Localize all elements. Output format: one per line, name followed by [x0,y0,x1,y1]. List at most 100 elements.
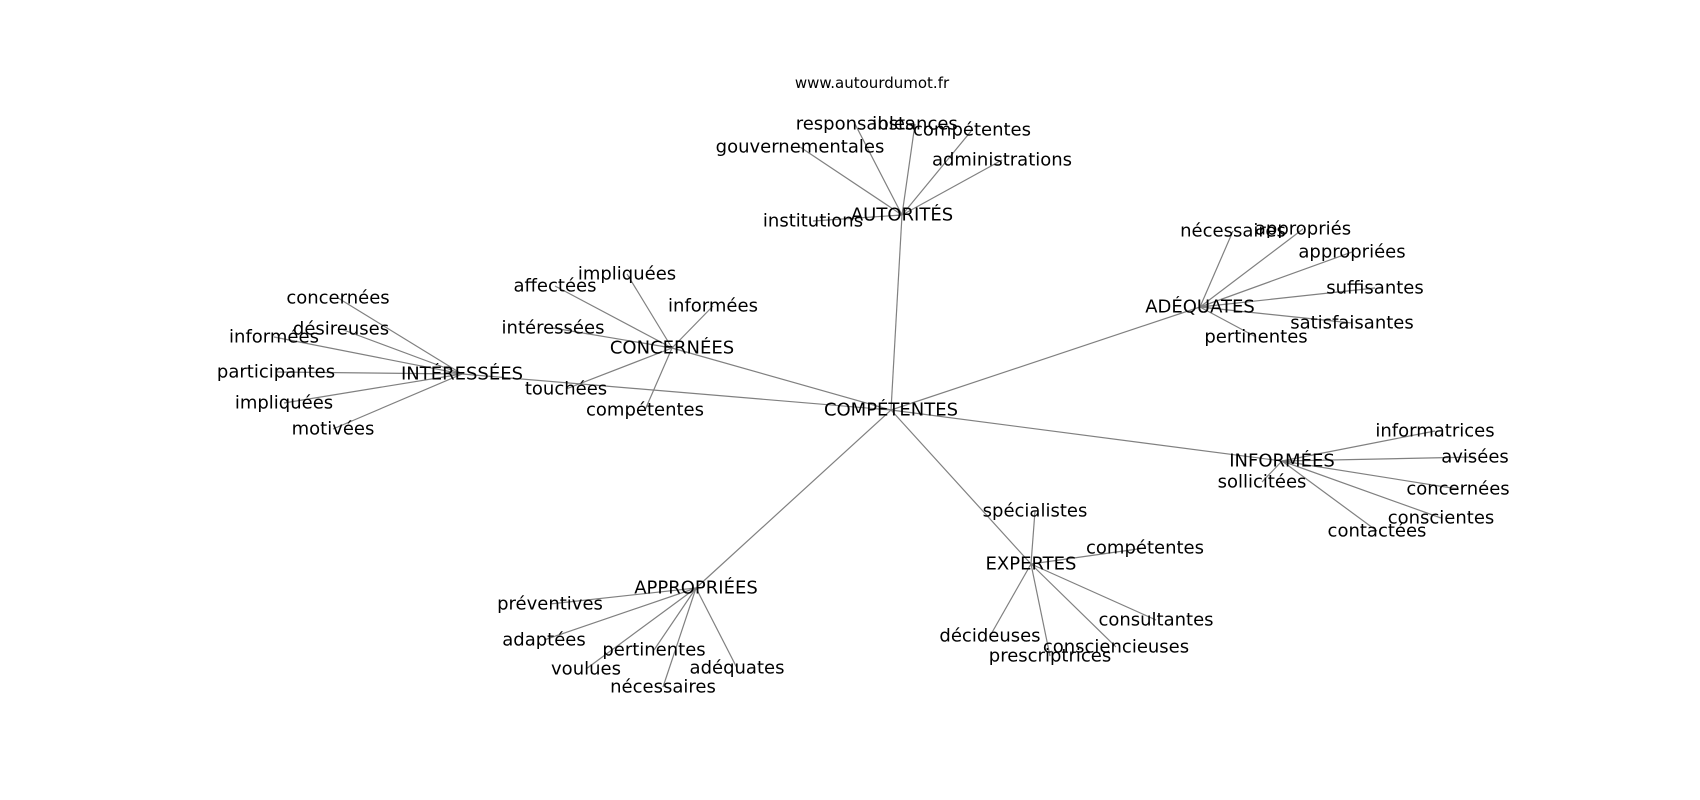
leaf-node: adéquates [690,658,785,679]
edge-hub-leaf [671,305,714,349]
leaf-node: responsables [796,114,915,135]
edge-hub-leaf [273,336,463,375]
leaf-node: informées [668,296,758,317]
leaf-node: intéressées [502,318,605,339]
leaf-node: consciencieuses [1043,637,1189,658]
leaf-node: décideuses [939,626,1040,647]
leaf-node: appropriées [1298,242,1405,263]
hub-node: AUTORITÉS [851,204,953,226]
leaf-node: motivées [292,419,375,440]
leaf-node: consultantes [1098,610,1213,631]
leaf-node: institutions [763,211,863,232]
edge-hub-leaf [653,587,697,651]
edge-hub-leaf [799,146,903,216]
edge-hub-leaf [695,587,738,669]
leaf-node: désireuses [293,319,389,340]
leaf-node: concernées [286,288,389,309]
leaf-node: instances [872,114,958,135]
edge-hub-leaf [1281,460,1459,490]
leaf-node: prescriptrices [989,646,1111,667]
edge-hub-leaf [901,159,1003,216]
edge-hub-leaf [1281,456,1476,462]
hub-node: ADÉQUATES [1145,296,1255,318]
leaf-node: nécessaires [1180,221,1286,242]
leaf-node: concernées [1406,479,1509,500]
edge-hub-leaf [585,587,697,670]
center-node: COMPÉTENTES [824,399,958,421]
leaf-node: conscientes [1388,508,1495,529]
edge-hub-leaf [662,587,697,688]
leaf-node: compétentes [1086,538,1204,559]
edge-hub-leaf [1030,510,1036,565]
leaf-node: informées [229,327,319,348]
leaf-node: informatrices [1375,421,1494,442]
edge-hub-leaf [1281,430,1436,462]
leaf-node: affectées [514,276,597,297]
edge-hub-leaf [644,347,673,411]
edge-center-hub [890,409,1283,462]
edge-hub-leaf [854,123,903,216]
edge-center-hub [671,347,892,411]
leaf-node: touchées [525,379,607,400]
hub-node: APPROPRIÉES [634,577,758,599]
leaf-node: voulues [551,659,621,680]
edge-hub-leaf [1199,287,1376,308]
source-label: www.autourdumot.fr [795,74,950,92]
hub-node: INTÉRESSÉES [401,363,523,385]
edge-hub-leaf [1030,563,1157,621]
edge-hub-leaf [337,297,463,375]
hub-node: EXPERTES [986,554,1077,575]
edge-hub-leaf [989,563,1032,637]
leaf-node: gouvernementales [716,137,885,158]
leaf-node: avisées [1441,447,1509,468]
edge-hub-leaf [332,373,463,430]
leaf-node: compétentes [913,120,1031,141]
edge-hub-leaf [626,273,673,349]
edge-hub-leaf [565,347,673,390]
edge-hub-leaf [554,285,673,349]
edge-center-hub [890,214,903,411]
hub-node: INFORMÉES [1229,450,1335,472]
hub-node: CONCERNÉES [610,337,734,359]
leaf-node: préventives [497,594,603,615]
leaf-node: impliquées [235,393,333,414]
leaf-node: pertinentes [602,640,705,661]
edge-hub-leaf [1030,563,1117,648]
labels-layer: COMPÉTENTES AUTORITÉS responsablesinstance… [217,114,1510,698]
leaf-node: suffisantes [1326,278,1424,299]
leaf-node: administrations [932,150,1072,171]
leaf-node: pertinentes [1204,327,1307,348]
edge-hub-leaf [1281,460,1442,519]
leaf-node: sollicitées [1218,472,1307,493]
edge-hub-leaf [1199,228,1304,308]
edge-hub-leaf [1199,306,1353,324]
leaf-node: spécialistes [983,501,1088,522]
edge-hub-leaf [1199,306,1257,338]
edge-hub-leaf [275,371,463,375]
leaf-node: adaptées [502,630,586,651]
edge-hub-leaf [283,373,463,404]
edge-hub-leaf [549,587,697,605]
edge-hub-leaf [340,328,463,375]
edge-center-hub [890,306,1201,411]
leaf-node: participantes [217,362,335,383]
leaf-node: appropriés [1255,219,1351,240]
edge-hub-leaf [901,129,973,216]
leaf-node: satisfaisantes [1290,313,1414,334]
edge-hub-leaf [1261,460,1283,483]
edge-hub-leaf [552,327,673,349]
leaf-node: contactées [1328,521,1427,542]
edge-center-hub [461,373,892,411]
edge-hub-leaf [901,123,916,216]
edge-hub-leaf [1030,547,1146,565]
edge-hub-leaf [1199,251,1353,308]
edges-layer [273,123,1476,688]
edge-hub-leaf [812,214,903,222]
edge-hub-leaf [1281,460,1378,532]
leaf-node: nécessaires [610,677,716,698]
edge-hub-leaf [1030,563,1051,657]
edge-hub-leaf [1199,230,1234,308]
leaf-node: impliquées [578,264,676,285]
edge-center-hub [890,409,1032,565]
